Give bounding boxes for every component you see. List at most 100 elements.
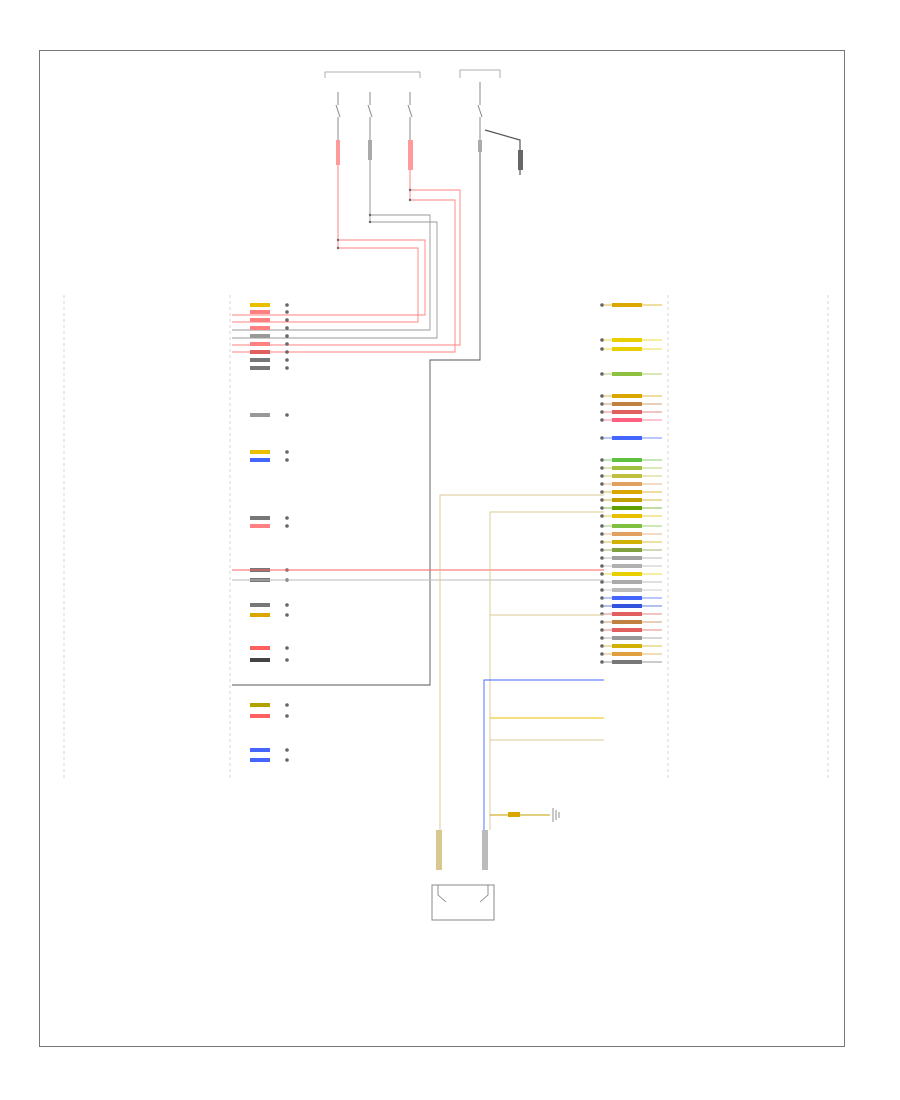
left-wire-connector xyxy=(285,310,289,314)
right-wire-connector xyxy=(600,372,604,376)
right-wire-connector xyxy=(600,458,604,462)
left-module xyxy=(63,295,289,780)
right-wire-row xyxy=(600,498,662,502)
right-wire-connector xyxy=(600,303,604,307)
right-wire-row xyxy=(600,644,662,648)
right-wire-row xyxy=(600,338,662,342)
left-wire-segment xyxy=(250,366,270,370)
right-wire-connector xyxy=(600,596,604,600)
right-wire-connector xyxy=(600,588,604,592)
left-wire-segment xyxy=(250,342,270,346)
fuse-4 xyxy=(477,82,483,140)
right-wire-connector xyxy=(600,506,604,510)
left-wire-row xyxy=(250,450,289,454)
right-wire-connector xyxy=(600,604,604,608)
left-wire-row xyxy=(250,366,289,370)
cross-wire-4 xyxy=(489,511,604,830)
right-wire-row xyxy=(600,556,662,560)
right-wire-row xyxy=(600,410,662,414)
left-wire-connector xyxy=(285,318,289,322)
fuse-block-bracket-2 xyxy=(459,69,501,78)
bottom-device xyxy=(431,830,495,921)
right-wire-row xyxy=(600,628,662,632)
left-wire-connector xyxy=(285,524,289,528)
left-wire-row xyxy=(250,458,289,462)
left-wire-segment xyxy=(250,310,270,314)
right-wire-connector xyxy=(600,556,604,560)
ground-point xyxy=(508,808,560,822)
ground-lead xyxy=(484,129,521,175)
left-wire-connector xyxy=(285,758,289,762)
left-wire-segment xyxy=(250,326,270,330)
left-wire-row xyxy=(250,318,289,322)
left-module-border xyxy=(63,295,231,780)
left-wire-row xyxy=(250,613,289,617)
left-wire-connector xyxy=(285,603,289,607)
right-wire-row xyxy=(600,612,662,616)
fuse-block xyxy=(324,69,523,175)
left-wire-segment xyxy=(250,358,270,362)
right-wire-row xyxy=(600,596,662,600)
right-wire-row xyxy=(600,604,662,608)
right-wire-connector xyxy=(600,498,604,502)
left-wire-row xyxy=(250,714,289,718)
left-wire-connector xyxy=(285,458,289,462)
right-wire-connector xyxy=(600,580,604,584)
right-wire-connector xyxy=(600,514,604,518)
right-wire-connector xyxy=(600,418,604,422)
splice-dots xyxy=(336,188,412,250)
left-wire-segment xyxy=(250,450,270,454)
left-wire-segment xyxy=(250,413,270,417)
right-module-wires xyxy=(600,303,662,664)
left-wire-row xyxy=(250,703,289,707)
feed-wire-1 xyxy=(232,165,426,316)
right-wire-connector xyxy=(600,490,604,494)
right-wire-row xyxy=(600,394,662,398)
left-wire-segment xyxy=(250,646,270,650)
right-wire-row xyxy=(600,372,662,376)
left-wire-segment xyxy=(250,748,270,752)
right-wire-row xyxy=(600,660,662,664)
left-wire-segment xyxy=(250,334,270,338)
left-wire-connector xyxy=(285,714,289,718)
right-wire-connector xyxy=(600,402,604,406)
left-wire-row xyxy=(250,326,289,330)
left-wire-connector xyxy=(285,303,289,307)
fuse-4-connector xyxy=(478,140,482,152)
left-wire-row xyxy=(250,358,289,362)
left-wire-row xyxy=(250,413,289,417)
feed-wire-6 xyxy=(232,170,456,353)
right-wire-row xyxy=(600,482,662,486)
right-wire-connector xyxy=(600,482,604,486)
left-wire-segment xyxy=(250,703,270,707)
right-wire-row xyxy=(600,466,662,470)
left-module-wires xyxy=(250,303,289,762)
bottom-device-connector-2 xyxy=(482,830,488,870)
left-wire-connector xyxy=(285,646,289,650)
left-wire-segment xyxy=(250,350,270,354)
left-wire-segment xyxy=(250,303,270,307)
right-wire-row xyxy=(600,540,662,544)
feed-wire-4 xyxy=(232,160,438,339)
left-wire-segment xyxy=(250,758,270,762)
right-wire-row xyxy=(600,636,662,640)
right-wire-row xyxy=(600,490,662,494)
right-wire-row xyxy=(600,532,662,536)
right-wire-connector xyxy=(600,628,604,632)
left-wire-connector xyxy=(285,366,289,370)
right-wire-row xyxy=(600,303,662,307)
fuse-2-connector xyxy=(368,140,372,160)
left-wire-segment xyxy=(250,458,270,462)
bottom-device-connector-1 xyxy=(436,830,442,870)
fuse-3-connector xyxy=(408,140,413,170)
left-wire-connector xyxy=(285,334,289,338)
right-wire-connector xyxy=(600,394,604,398)
right-wire-connector xyxy=(600,532,604,536)
left-wire-connector xyxy=(285,450,289,454)
left-wire-connector xyxy=(285,413,289,417)
right-wire-connector xyxy=(600,652,604,656)
left-wire-row xyxy=(250,748,289,752)
left-wire-segment xyxy=(250,524,270,528)
right-module xyxy=(600,295,829,780)
